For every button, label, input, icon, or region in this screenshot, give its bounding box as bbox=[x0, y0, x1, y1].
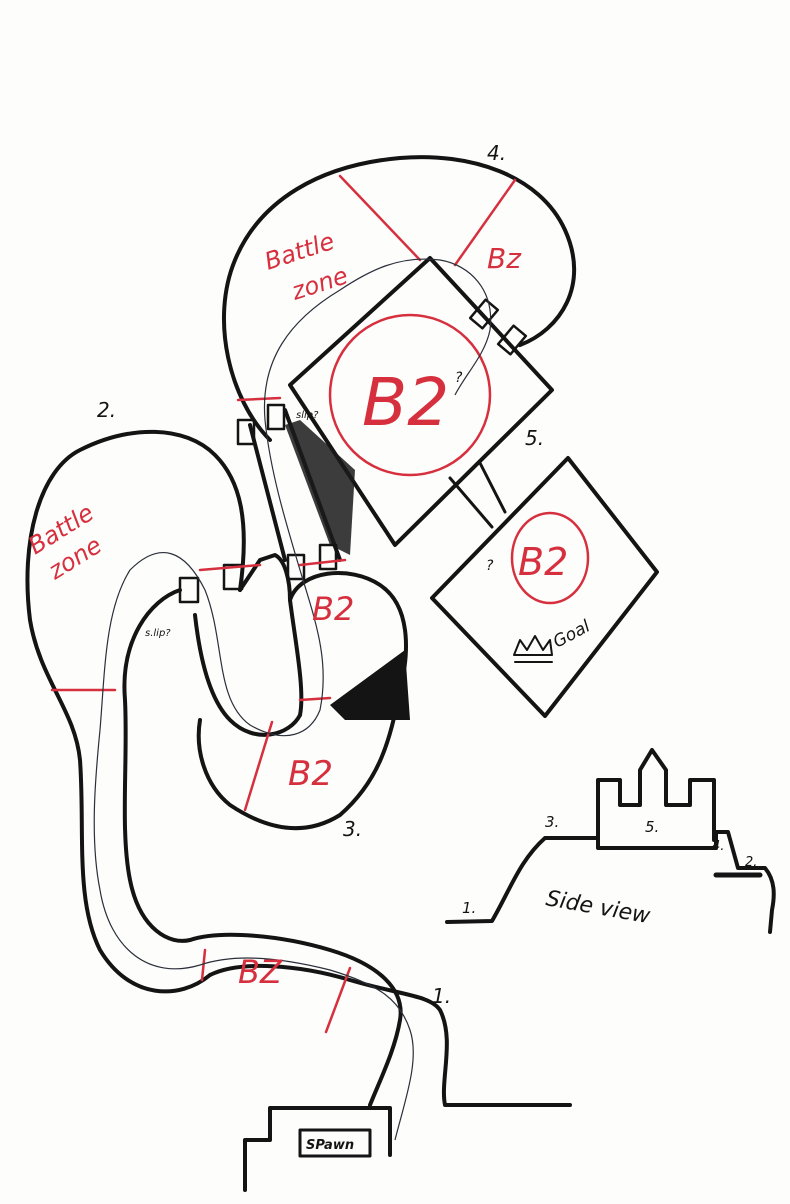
side-view-profile bbox=[445, 830, 776, 934]
side-marker-4: 4. bbox=[712, 839, 724, 854]
goal-arena bbox=[430, 456, 659, 718]
side-view-title: Side view bbox=[544, 886, 653, 929]
battle-zone-top-2: zone bbox=[287, 261, 351, 306]
side-marker-5: 5. bbox=[645, 818, 659, 836]
divider-a bbox=[338, 174, 422, 262]
door-6 bbox=[222, 563, 244, 591]
ramp-hatched bbox=[285, 420, 355, 555]
divider-g bbox=[243, 720, 274, 812]
outline-bottom-corridor-inner bbox=[188, 932, 403, 1107]
side-view: Side view 1. 3. 5. 4. 2. bbox=[445, 748, 776, 934]
outline-bottom-corridor bbox=[208, 963, 572, 1107]
slip-label-b: s.lip? bbox=[145, 628, 171, 639]
goal-connector-b bbox=[478, 461, 507, 514]
door-1 bbox=[236, 418, 256, 446]
divider-b bbox=[453, 178, 517, 267]
goal-label: Goal bbox=[550, 616, 594, 652]
outline-bridge-left bbox=[248, 423, 287, 562]
marker-5: 5. bbox=[525, 426, 544, 450]
door-4 bbox=[318, 543, 338, 571]
bz-bottom: BZ bbox=[238, 953, 283, 991]
spawn-label: SPawn bbox=[306, 1138, 354, 1153]
divider-c bbox=[236, 396, 282, 402]
spawn-box bbox=[298, 1128, 372, 1158]
goal-square bbox=[430, 456, 659, 718]
outline-zone-2-inner bbox=[122, 588, 192, 943]
markers: 1. 2. 3. 4. 5. bbox=[97, 141, 544, 1008]
outline-zone-3-loop bbox=[193, 613, 302, 737]
divider-j bbox=[324, 966, 352, 1034]
outline-connector-upper bbox=[238, 553, 292, 602]
outline-zone-4 bbox=[222, 155, 577, 442]
marker-1: 1. bbox=[432, 984, 451, 1008]
ramps bbox=[285, 420, 410, 720]
side-view-castle bbox=[596, 748, 716, 842]
bz-main: B2 bbox=[362, 364, 449, 441]
question-mark-a: ? bbox=[455, 370, 463, 386]
divider-f bbox=[298, 558, 347, 567]
outline-zone-2-outer bbox=[25, 429, 246, 994]
bz-top-right: Bz bbox=[487, 242, 522, 275]
goal-circle bbox=[510, 511, 590, 605]
ramp-solid bbox=[330, 650, 410, 720]
divider-h bbox=[298, 696, 332, 702]
door-2 bbox=[266, 403, 286, 431]
bz-mid: B2 bbox=[312, 590, 354, 628]
doors bbox=[178, 298, 528, 604]
crown-icon bbox=[513, 635, 553, 663]
door-5 bbox=[178, 576, 200, 604]
bz-goal: B2 bbox=[518, 540, 568, 584]
side-marker-3: 3. bbox=[545, 813, 559, 831]
main-arena-square bbox=[288, 256, 554, 547]
zone-dividers bbox=[50, 174, 517, 1034]
question-mark-b: ? bbox=[486, 558, 494, 574]
goal-connector-a bbox=[448, 476, 494, 529]
marker-4: 4. bbox=[487, 141, 506, 165]
side-marker-2: 2. bbox=[745, 855, 757, 870]
player-path bbox=[93, 258, 492, 1141]
slip-label-a: slip? bbox=[296, 410, 319, 421]
marker-2: 2. bbox=[97, 398, 116, 422]
marker-3: 3. bbox=[343, 817, 362, 841]
main-arena bbox=[288, 256, 554, 547]
divider-e bbox=[198, 563, 262, 572]
level-outline bbox=[25, 155, 577, 1192]
side-marker-1: 1. bbox=[462, 899, 476, 917]
divider-i bbox=[200, 948, 207, 982]
main-arena-circle bbox=[328, 313, 492, 477]
spawn-platform bbox=[243, 1106, 392, 1192]
door-8 bbox=[496, 324, 528, 356]
bz-lower: B2 bbox=[288, 754, 333, 794]
